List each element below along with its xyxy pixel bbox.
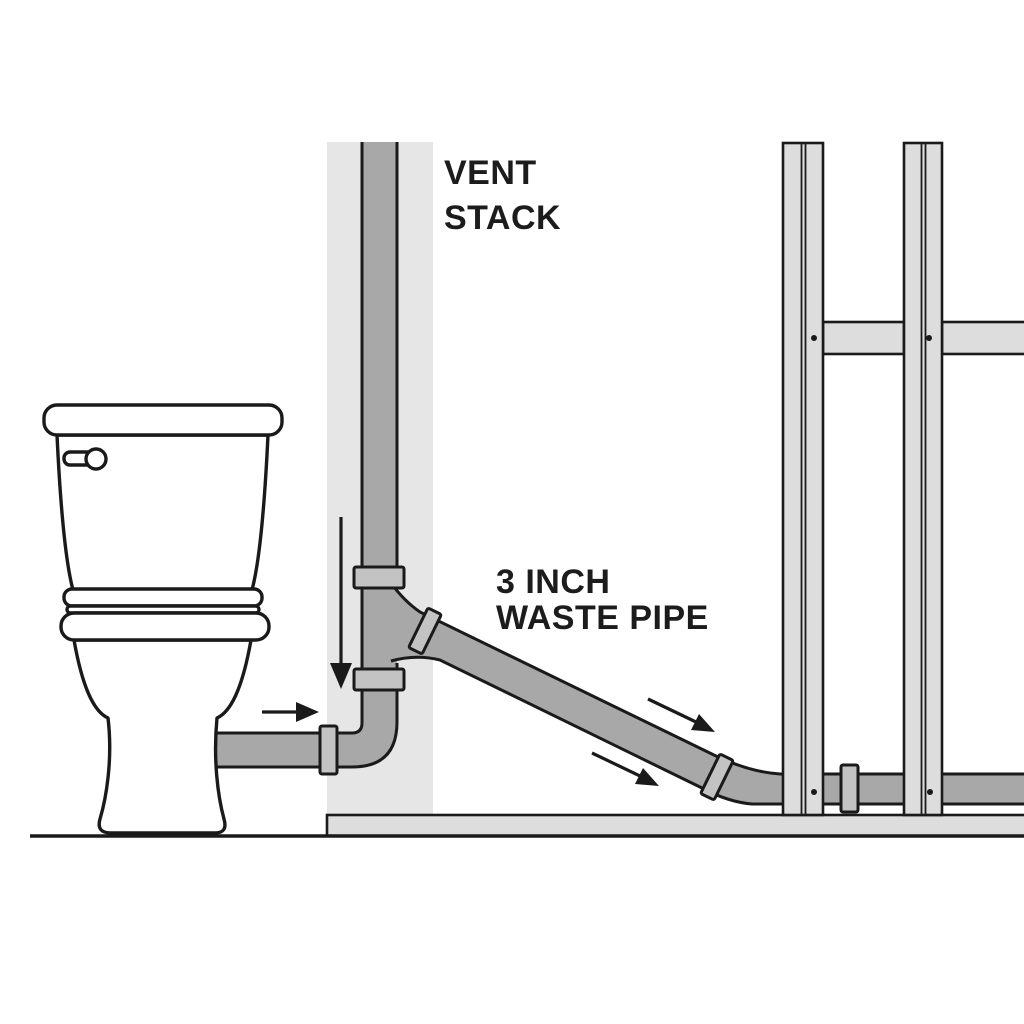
waste-pipe-label-line2: WASTE PIPE bbox=[496, 599, 709, 637]
wall-framing bbox=[781, 141, 1024, 817]
flow-arrow-down-icon bbox=[330, 517, 352, 689]
vent-stack-fill bbox=[212, 142, 397, 767]
waste-pipe-fill bbox=[391, 584, 1024, 804]
pipe-coupling-slope-upper bbox=[407, 607, 443, 655]
fastener-dot bbox=[811, 789, 817, 795]
stud-right-seam bbox=[920, 143, 927, 815]
flow-arrow-right-icon bbox=[262, 702, 319, 722]
pipe-coupling-floor-run bbox=[839, 763, 860, 814]
pipe-coupling-stack-lower bbox=[352, 667, 406, 692]
vent-stack-left-edge bbox=[212, 142, 364, 735]
vent-stack-label-line2: STACK bbox=[444, 199, 561, 237]
vent-stack-pipe bbox=[212, 142, 399, 769]
waste-pipe-top-edge bbox=[389, 582, 1024, 776]
vent-stack-elbow-edge bbox=[212, 663, 399, 769]
blocking-left bbox=[821, 320, 906, 356]
pipe-coupling-slope-lower bbox=[699, 753, 735, 801]
stud-left bbox=[781, 141, 825, 817]
flow-arrow-slope-lower-icon bbox=[591, 751, 659, 786]
fastener-dot bbox=[926, 335, 932, 341]
fastener-dot bbox=[927, 789, 933, 795]
pipe-couplings bbox=[318, 565, 860, 814]
pipe-coupling-toilet-run bbox=[318, 724, 339, 776]
stud-right bbox=[902, 141, 944, 817]
toilet-bowl bbox=[72, 638, 253, 835]
flow-arrow-slope-upper-icon bbox=[647, 697, 715, 732]
toilet bbox=[42, 403, 284, 835]
flow-arrows bbox=[262, 517, 715, 786]
vent-stack-label-line1: VENT bbox=[444, 154, 537, 192]
bottom-plate bbox=[325, 813, 1024, 838]
flush-handle-knob bbox=[84, 447, 108, 471]
pipe-coupling-stack-upper bbox=[352, 565, 406, 590]
fastener-dot bbox=[811, 335, 817, 341]
toilet-seat-base bbox=[59, 611, 271, 642]
labels: VENT STACK 3 INCH WASTE PIPE bbox=[444, 154, 709, 637]
blocking-right bbox=[940, 320, 1024, 356]
stud-left-seam bbox=[800, 143, 807, 815]
toilet-tank-lid bbox=[42, 403, 284, 437]
waste-pipe-label-line1: 3 INCH bbox=[496, 563, 610, 601]
toilet-seat-lid bbox=[62, 587, 264, 608]
